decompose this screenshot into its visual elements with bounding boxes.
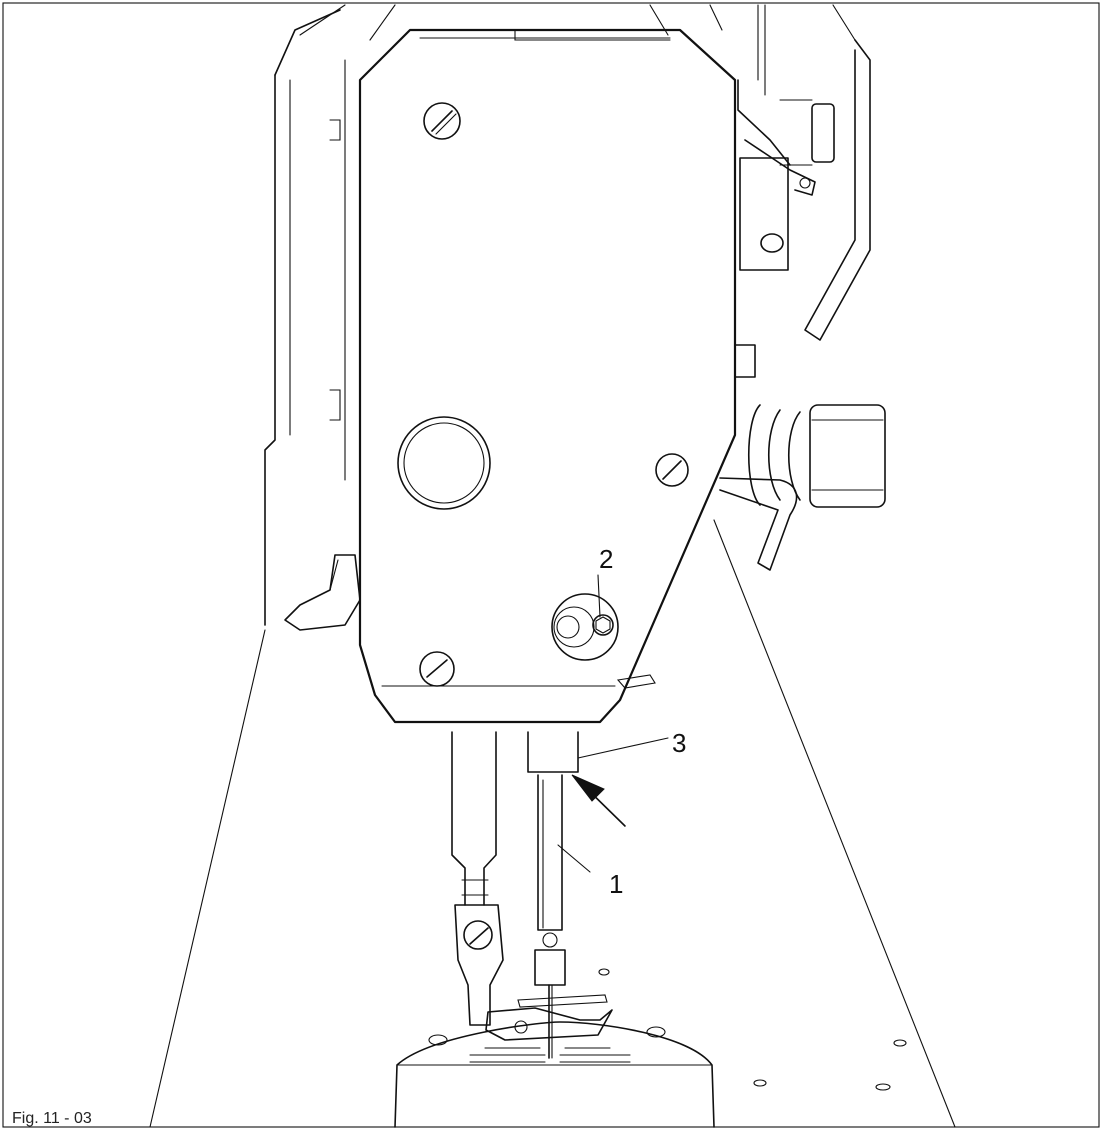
set-screw-2 — [592, 614, 614, 636]
callout-1: 1 — [609, 869, 623, 899]
machine-arm-left — [264, 9, 346, 626]
needle-bar-assembly — [527, 731, 579, 1059]
eccentric-bushing — [551, 593, 619, 661]
needle-bar-bushing-3 — [527, 731, 579, 773]
needle-bar-1 — [537, 774, 563, 931]
leader-lines — [557, 574, 669, 873]
callout-3: 3 — [672, 728, 686, 758]
thread-tension-unit — [719, 4, 886, 571]
adjustment-arrow — [571, 774, 626, 827]
lifting-lever — [284, 554, 361, 631]
needle-plate — [394, 968, 907, 1128]
figure-caption: Fig. 11 - 03 — [12, 1110, 92, 1127]
presser-bar — [451, 731, 613, 1041]
callout-2: 2 — [599, 544, 613, 574]
table-lines — [149, 4, 956, 1128]
face-plate — [358, 28, 737, 724]
